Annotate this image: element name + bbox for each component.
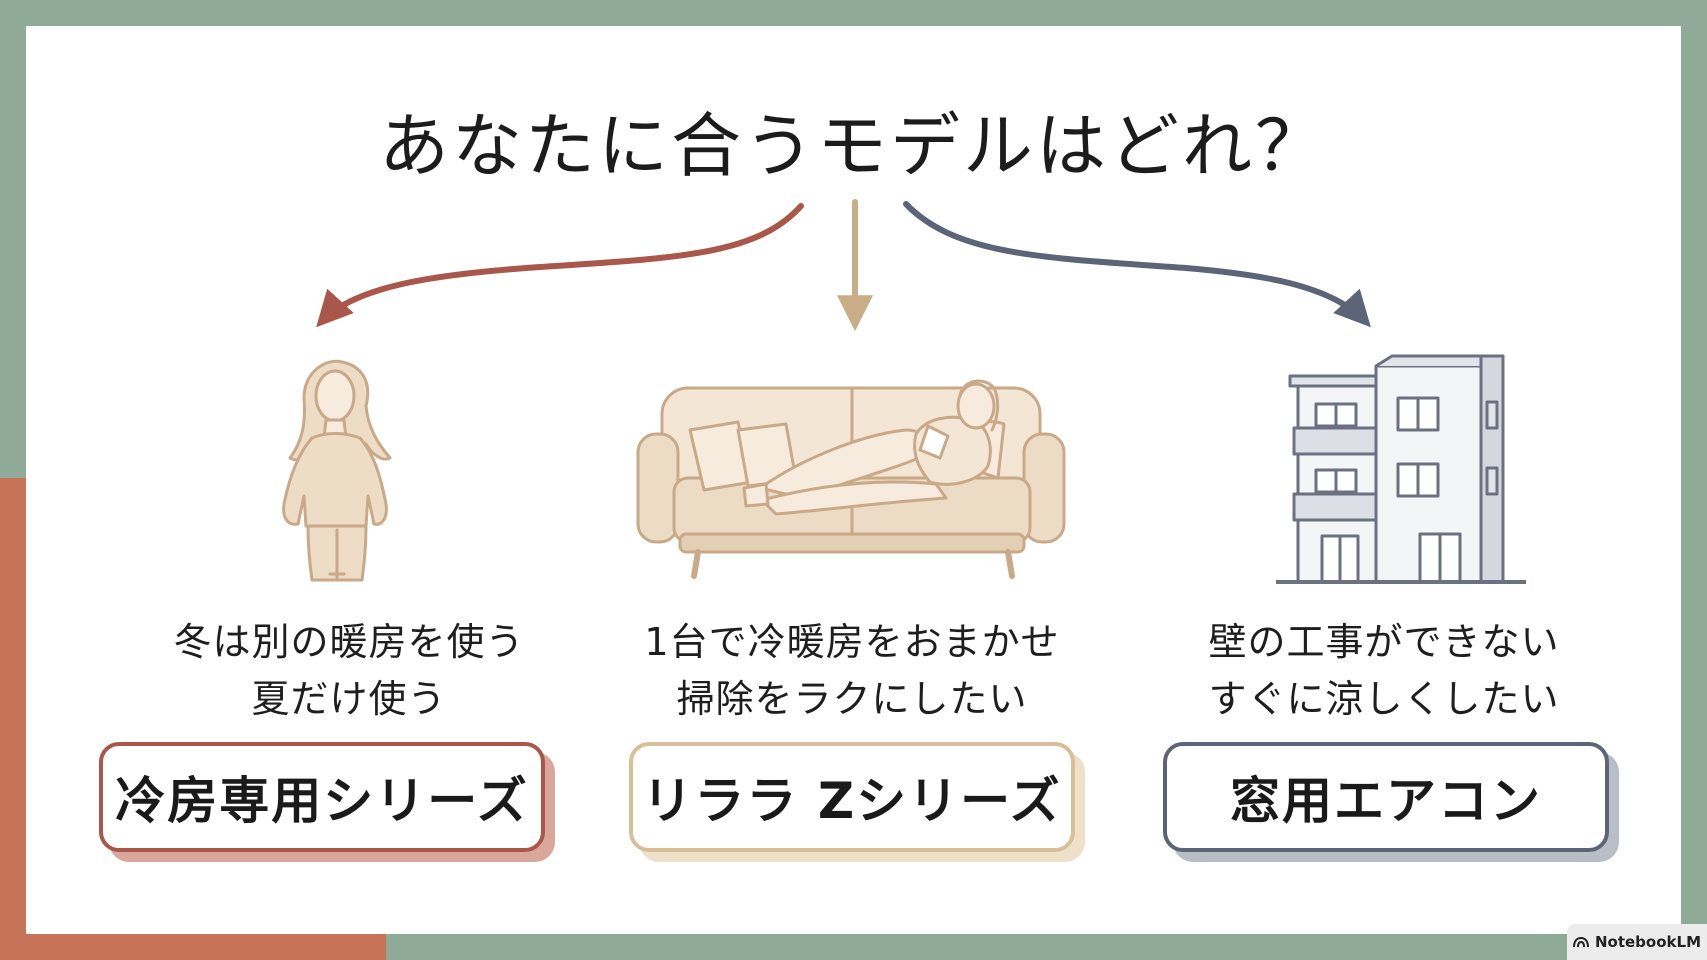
relala-z-series-button[interactable]: リララ Zシリーズ	[629, 742, 1075, 852]
option-relala-description: 1台で冷暖房をおまかせ 掃除をラクにしたい	[592, 614, 1112, 728]
option-cooling-line-2: 夏だけ使う	[251, 677, 447, 721]
option-window-line-1: 壁の工事ができない	[1208, 620, 1560, 664]
option-cooling-description: 冬は別の暖房を使う 夏だけ使う	[89, 614, 609, 728]
slide-graphics	[282, 199, 1526, 584]
slide: あなたに合うモデルはどれ？	[26, 26, 1681, 934]
frame-accent-left	[0, 478, 26, 960]
cooling-only-series-button[interactable]: 冷房専用シリーズ	[99, 742, 545, 852]
arrow-left	[316, 203, 804, 328]
arrow-right	[903, 201, 1371, 328]
option-relala-line-1: 1台で冷暖房をおまかせ	[644, 620, 1060, 664]
apartment-building-illustration	[1276, 354, 1526, 584]
slide-title: あなたに合うモデルはどれ？	[379, 105, 1328, 187]
notebooklm-watermark: NotebookLM	[1567, 924, 1707, 960]
woman-on-sofa-illustration	[636, 379, 1066, 579]
standing-woman-illustration	[282, 359, 392, 582]
notebooklm-logo-icon	[1572, 936, 1589, 948]
option-relala-line-2: 掃除をラクにしたい	[676, 677, 1028, 721]
watermark-label: NotebookLM	[1594, 933, 1701, 951]
option-cooling-line-1: 冬は別の暖房を使う	[173, 620, 525, 664]
window-air-conditioner-button[interactable]: 窓用エアコン	[1163, 742, 1609, 852]
frame-accent-bottom	[0, 934, 386, 960]
option-window-line-2: すぐに涼しくしたい	[1208, 677, 1560, 721]
option-window-description: 壁の工事ができない すぐに涼しくしたい	[1124, 614, 1644, 728]
